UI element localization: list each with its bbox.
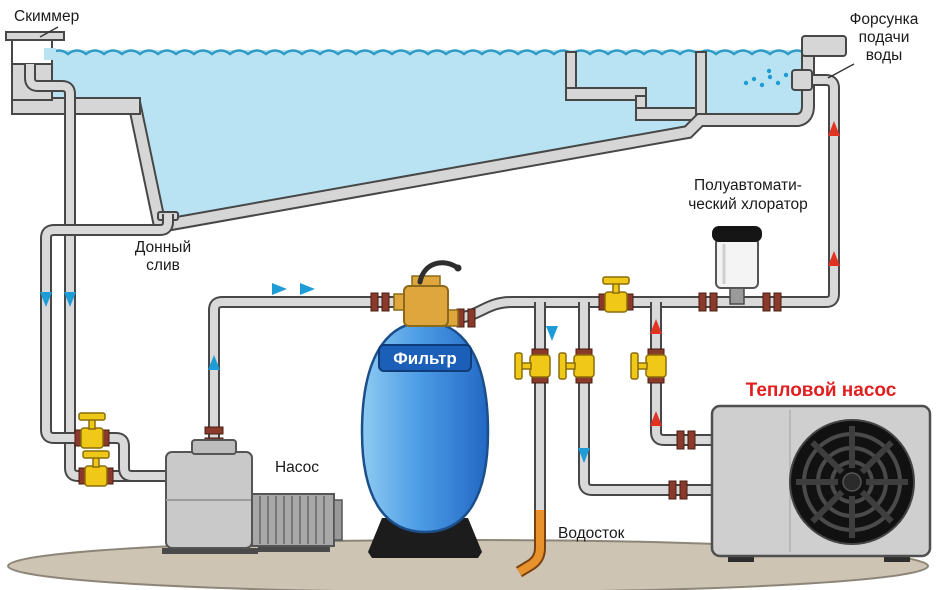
- chlorinator-cap: [712, 226, 762, 242]
- ball-valve: [598, 276, 634, 313]
- valve-handle-icon: [417, 260, 461, 285]
- pump-base: [162, 548, 258, 554]
- skimmer-leader-line: [39, 26, 59, 38]
- chlorinator: [712, 226, 762, 305]
- cold-flow-arrow-down-icon: [546, 326, 558, 341]
- chlorinator-label-line-2: ческий хлоратор: [688, 196, 808, 213]
- heat-pump-foot: [884, 556, 910, 562]
- nozzle-label-line-3: воды: [866, 47, 903, 64]
- chlorinator-body: [715, 237, 759, 289]
- filter: Фильтр: [360, 260, 490, 558]
- ball-valve: [630, 348, 667, 384]
- pump-motor: [251, 493, 343, 547]
- ball-valve: [74, 412, 110, 449]
- pump-strainer-lid: [191, 439, 237, 455]
- filter-base: [368, 518, 482, 558]
- water-surface-wave: [49, 49, 807, 56]
- ball-valve: [558, 348, 595, 384]
- ball-valve: [514, 348, 551, 384]
- skimmer-label: Скиммер: [14, 8, 79, 25]
- nozzle-leader-line: [827, 63, 855, 79]
- pool-coping-right: [801, 35, 847, 57]
- pump-label: Насос: [275, 459, 319, 476]
- multiport-valve: [393, 260, 462, 327]
- chlorinator-label-line-1: Полуавтомати-: [694, 177, 802, 194]
- pump: [162, 439, 343, 554]
- pool-deck: [5, 31, 65, 41]
- filter-tank: [360, 320, 490, 534]
- drain-label: Водосток: [558, 525, 625, 542]
- heat-pump-label: Тепловой насос: [746, 380, 897, 401]
- motor-base: [258, 546, 330, 552]
- cold-flow-arrow-right-icon: [300, 283, 315, 295]
- heat-pump-foot: [728, 556, 754, 562]
- cold-flow-arrow-right-icon: [272, 283, 287, 295]
- water-spray: [743, 68, 789, 88]
- ball-valve: [78, 450, 114, 487]
- pool: [5, 31, 847, 226]
- drain-pipe: [515, 510, 546, 578]
- filter-label-band: [378, 344, 472, 372]
- filter-label: Фильтр: [393, 349, 456, 368]
- skimmer-mouth: [44, 48, 56, 60]
- heat-pump-unit: [710, 404, 932, 562]
- bottom-drain-label-line-1: Донный: [135, 239, 191, 256]
- bottom-drain-label-line-2: слив: [146, 257, 180, 274]
- nozzle-label-line-1: Форсунка: [850, 11, 919, 28]
- nozzle-label-line-2: подачи: [859, 29, 910, 46]
- heat-pump-fan: [789, 419, 915, 545]
- return-nozzle: [791, 69, 813, 91]
